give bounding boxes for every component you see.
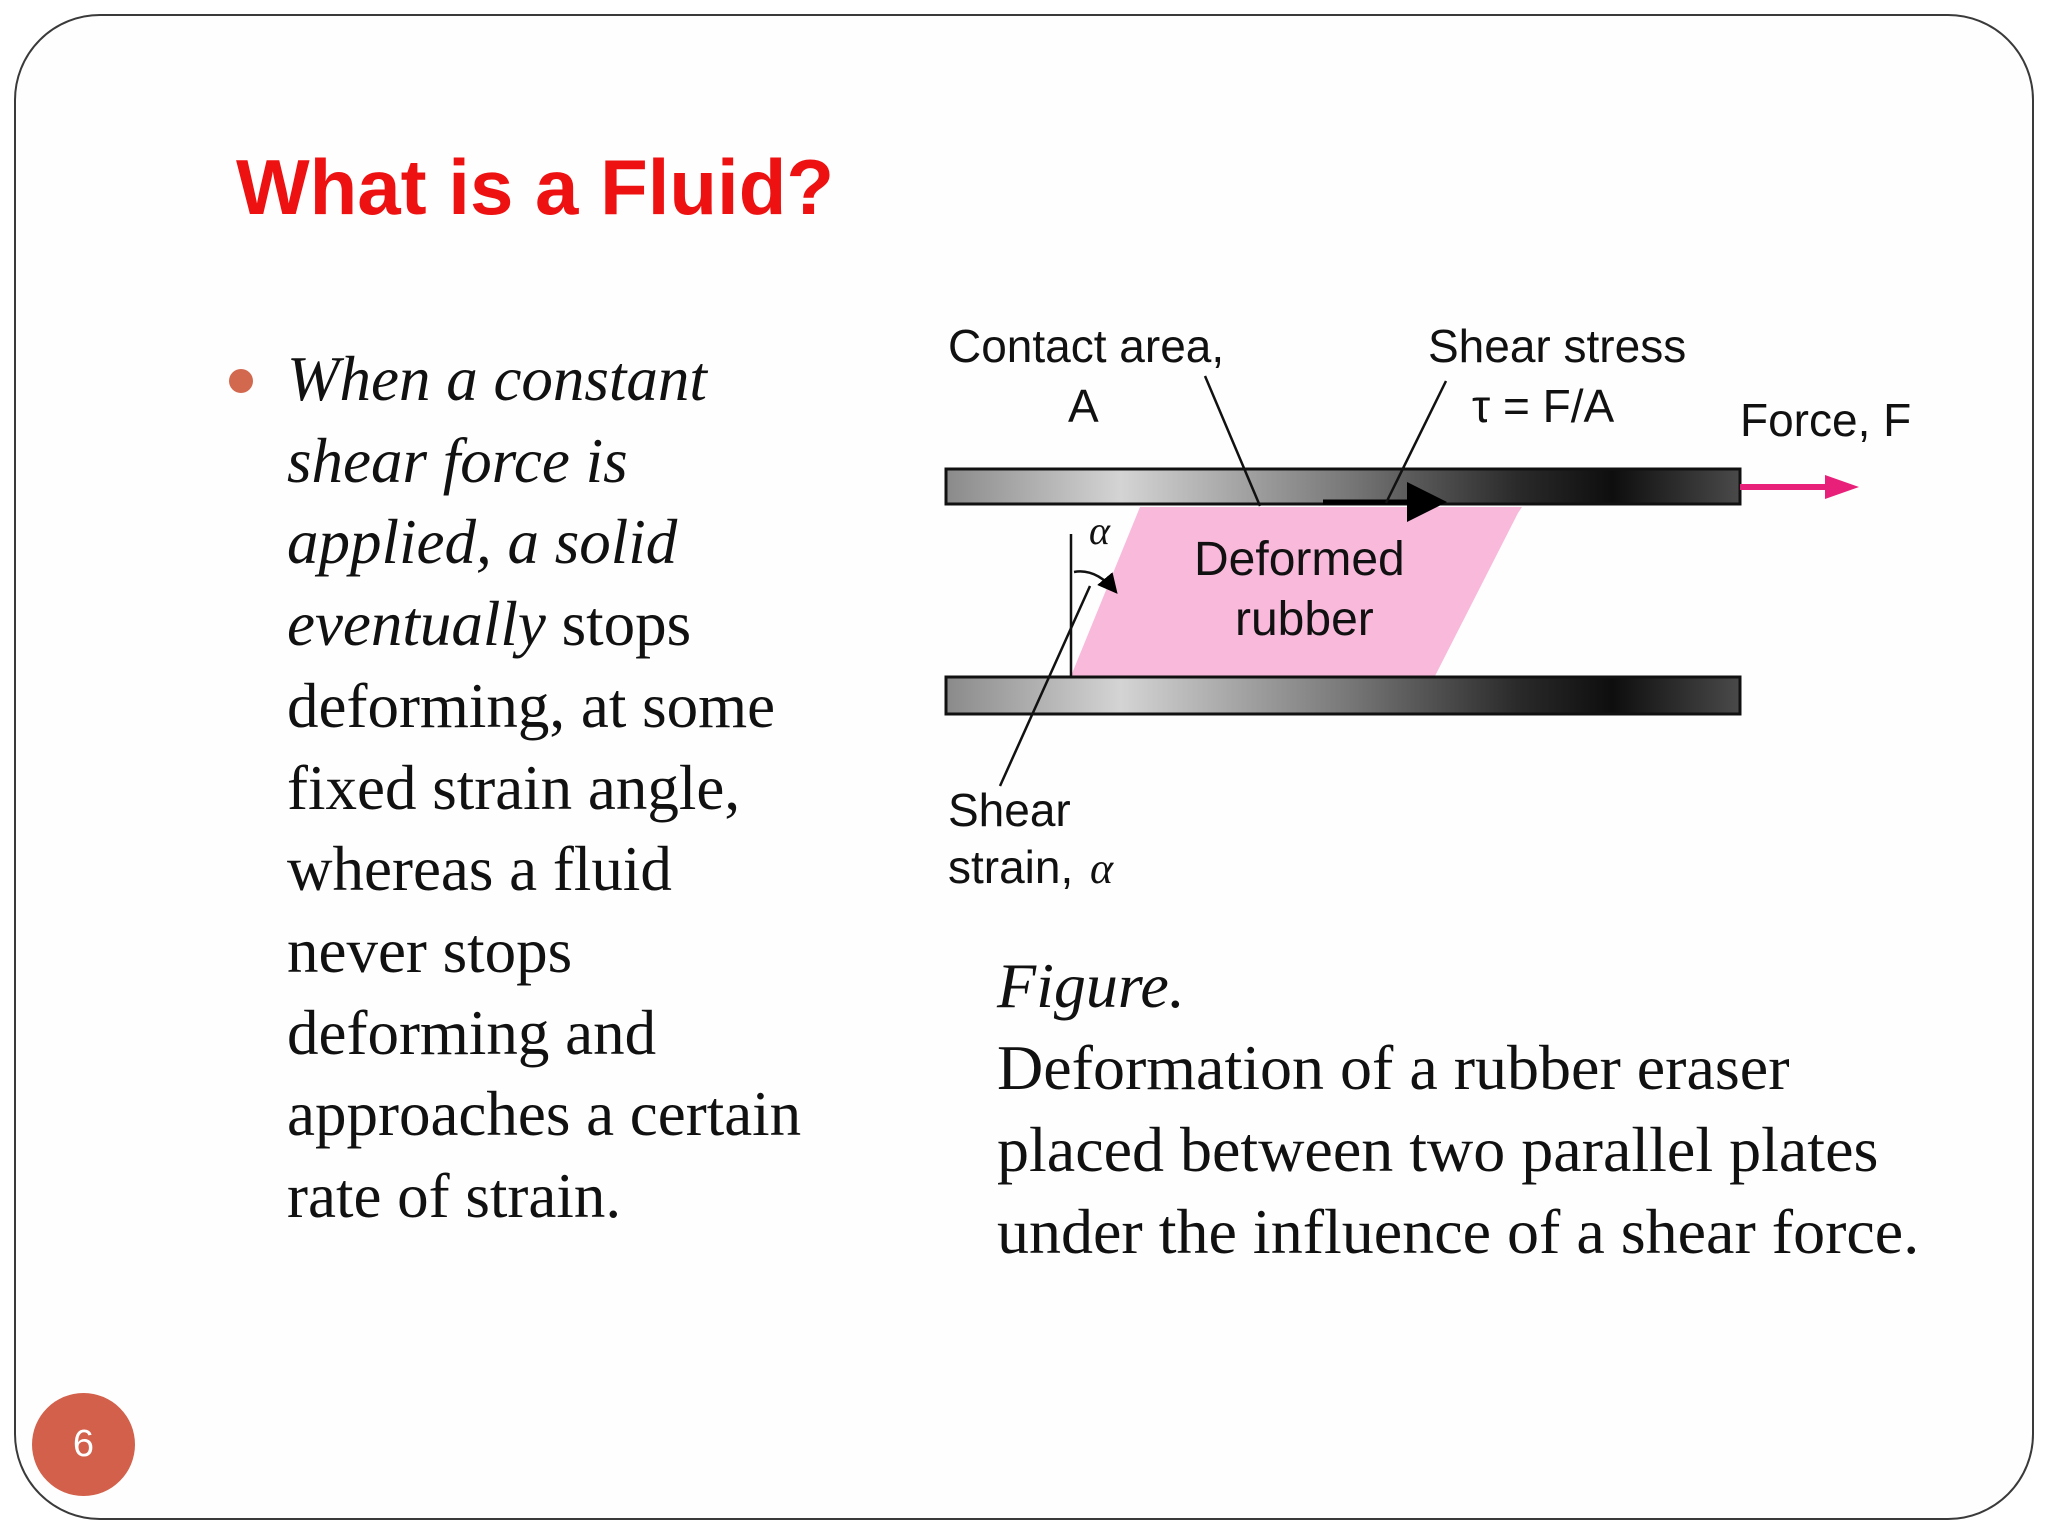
force-label: Force, F — [1740, 394, 1911, 446]
contact-area-label: Contact area, — [948, 320, 1224, 372]
shear-stress-leader — [1384, 380, 1448, 504]
figure-caption-label: Figure. — [997, 950, 1185, 1021]
bullet-line: fixed strain angle, — [287, 752, 741, 823]
bullet-line: approaches a certain — [287, 1079, 802, 1150]
strain-angle-arc — [1073, 570, 1118, 594]
top-plate — [944, 467, 1742, 506]
deformed-rubber-label-2: rubber — [1235, 593, 1374, 646]
contact-area-leader — [1203, 375, 1262, 507]
bullet-dot-icon — [229, 369, 253, 393]
bottom-plate — [944, 675, 1742, 716]
force-arrowhead — [1825, 475, 1859, 499]
bullet-line: whereas a fluid — [287, 834, 672, 905]
bullet-line: deforming and — [287, 997, 657, 1068]
page-number-badge: 6 — [32, 1393, 135, 1496]
alpha-angle-label: α — [1089, 508, 1111, 553]
shear-stress-formula: τ = F/A — [1472, 380, 1614, 432]
bullet-line: deforming, at some — [287, 670, 776, 741]
bullet-line: rate of strain. — [287, 1161, 622, 1232]
bullet-line: applied, a solid — [287, 507, 678, 578]
bullet-line: When a constant — [287, 344, 707, 414]
slide-title: What is a Fluid? — [236, 143, 834, 231]
figure-caption-line: placed between two parallel plates — [997, 1114, 1879, 1185]
shear-deformation-diagram: Contact area, A Shear stress τ = F/A For… — [930, 320, 1911, 893]
shear-strain-symbol: α — [1090, 844, 1114, 893]
figure-caption-line: under the influence of a shear force. — [997, 1196, 1920, 1267]
shear-strain-label-2: strain, — [948, 841, 1073, 893]
shear-strain-label: Shear — [948, 784, 1071, 836]
slide-frame — [14, 14, 2034, 1520]
shear-stress-label: Shear stress — [1428, 320, 1686, 372]
figure-caption-line: Deformation of a rubber eraser — [997, 1032, 1790, 1103]
bullet-line: never stops — [287, 915, 573, 986]
bullet-text: When a constant shear force is applied, … — [287, 339, 887, 1238]
figure-caption: Figure. Deformation of a rubber eraser p… — [997, 945, 2017, 1273]
bullet-line: eventually stops — [287, 589, 692, 660]
contact-area-symbol: A — [1068, 380, 1099, 432]
deformed-rubber-label: Deformed — [1194, 533, 1405, 586]
bullet-line: shear force is — [287, 425, 628, 496]
shear-strain-leader — [998, 585, 1092, 787]
